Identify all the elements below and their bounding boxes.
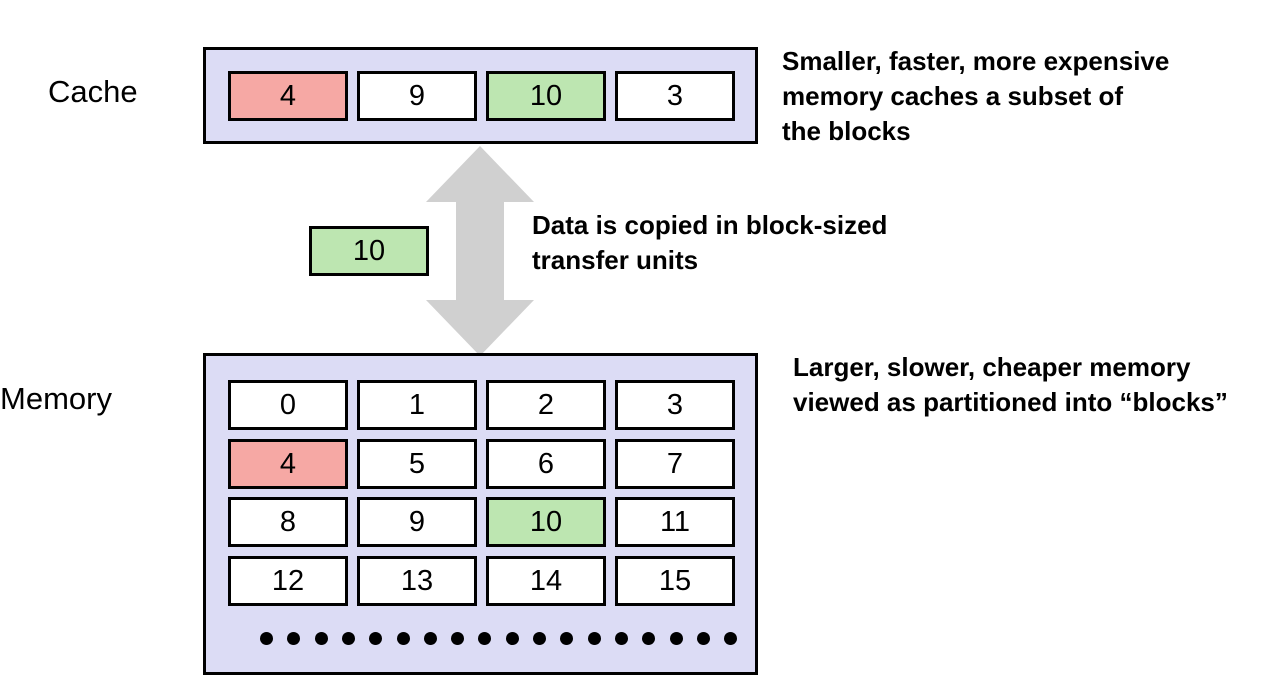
- memory-block: 10: [486, 497, 606, 547]
- double-arrow-shape: [426, 146, 534, 356]
- memory-block: 11: [615, 497, 735, 547]
- continuation-dot: [642, 632, 656, 645]
- cache-note-line: memory caches a subset of: [782, 81, 1124, 111]
- continuation-dot: [560, 632, 574, 645]
- continuation-dot: [287, 632, 301, 645]
- memory-block: 7: [615, 439, 735, 489]
- cache-note-line: the blocks: [782, 116, 911, 146]
- continuation-dot: [341, 632, 355, 645]
- transfer-note-line: transfer units: [532, 245, 699, 275]
- memory-panel: 0 1 2 3 4 5 6 7 8 9 10 11 12 13 14 15: [203, 353, 758, 675]
- memory-note-line: viewed as partitioned into “blocks”: [793, 387, 1228, 417]
- continuation-dot: [533, 632, 546, 645]
- transfer-block: 10: [309, 226, 429, 276]
- memory-block: 0: [228, 380, 348, 430]
- memory-block: 6: [486, 439, 606, 489]
- memory-block: 8: [228, 497, 348, 547]
- transfer-arrow-icon: [426, 146, 534, 356]
- transfer-note: Data is copied in block-sized transfer u…: [532, 208, 887, 278]
- cache-block: 4: [228, 71, 348, 121]
- memory-block: 5: [357, 439, 477, 489]
- continuation-dot: [587, 632, 601, 645]
- memory-label: Memory: [0, 381, 112, 416]
- continuation-dot: [696, 632, 710, 645]
- cache-block: 10: [486, 71, 606, 121]
- memory-block: 12: [228, 556, 348, 606]
- memory-block: 4: [228, 439, 348, 489]
- memory-block: 14: [486, 556, 606, 606]
- continuation-dot: [505, 632, 519, 645]
- continuation-dot: [314, 632, 328, 645]
- continuation-dot: [478, 632, 492, 645]
- memory-note: Larger, slower, cheaper memory viewed as…: [793, 350, 1228, 420]
- memory-block: 1: [357, 380, 477, 430]
- memory-block: 2: [486, 380, 606, 430]
- continuation-dot: [260, 632, 273, 645]
- memory-block: 3: [615, 380, 735, 430]
- continuation-dot: [369, 632, 383, 645]
- memory-block: 13: [357, 556, 477, 606]
- continuation-dot: [451, 632, 465, 645]
- memory-block: 15: [615, 556, 735, 606]
- continuation-dot: [614, 632, 628, 645]
- cache-block: 3: [615, 71, 735, 121]
- continuation-dot: [669, 632, 683, 645]
- continuation-dot: [396, 632, 410, 645]
- transfer-note-line: Data is copied in block-sized: [532, 210, 888, 240]
- cache-note: Smaller, faster, more expensive memory c…: [782, 44, 1169, 149]
- memory-note-line: Larger, slower, cheaper memory: [793, 352, 1191, 382]
- cache-block: 9: [357, 71, 477, 121]
- continuation-dot: [423, 632, 437, 645]
- cache-label: Cache: [48, 74, 138, 109]
- memory-block: 9: [357, 497, 477, 547]
- cache-note-line: Smaller, faster, more expensive: [782, 46, 1170, 76]
- continuation-dot: [724, 632, 738, 645]
- cache-panel: 4 9 10 3: [203, 47, 758, 144]
